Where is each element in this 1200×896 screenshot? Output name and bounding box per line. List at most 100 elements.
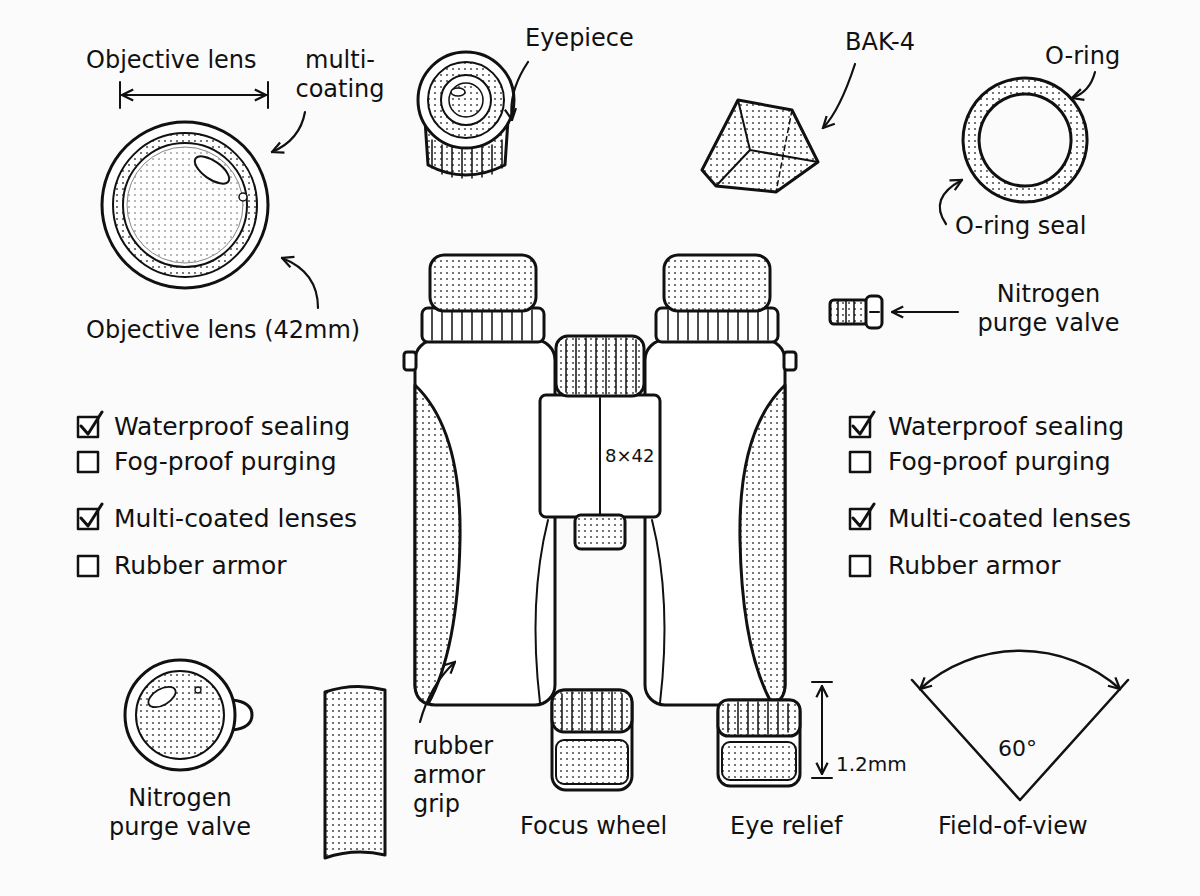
dimension-arrow — [821, 686, 823, 774]
valve-lens — [136, 671, 224, 759]
eyepiece — [418, 52, 514, 148]
eyecup-knob — [728, 702, 788, 734]
objective-lens — [239, 193, 247, 201]
part-label: Eyepiece — [525, 24, 634, 53]
angle-label: 60° — [998, 736, 1037, 762]
valve — [838, 300, 854, 324]
objective-lens — [102, 122, 268, 288]
leader-line — [823, 64, 855, 128]
feature-label: Fog-proof purging — [888, 447, 1111, 477]
eyecup-knob — [718, 700, 800, 786]
checkbox — [850, 452, 870, 472]
valve-lens — [125, 660, 235, 770]
binocular-bridge — [556, 336, 644, 396]
eyecup-knob — [722, 742, 796, 780]
model-label: 8×42 — [605, 445, 654, 467]
binocular-bridge — [540, 336, 660, 549]
checkbox — [78, 556, 98, 576]
valve — [830, 300, 868, 324]
feature-label: Multi-coated lenses — [888, 504, 1131, 534]
binocular-barrel — [404, 255, 555, 705]
part-label: O-ring — [1045, 42, 1120, 71]
prism — [716, 100, 818, 186]
binocular-barrel — [422, 308, 544, 342]
feature-label: Rubber armor — [114, 551, 287, 581]
leader-line — [1072, 72, 1095, 98]
binocular-bridge — [540, 395, 660, 517]
leader-line — [511, 62, 528, 120]
valve — [830, 296, 882, 328]
field-of-view-angle — [912, 680, 1128, 800]
part-label: O-ring seal — [955, 212, 1086, 241]
focus-knob — [562, 692, 622, 732]
binocular-barrel — [404, 352, 416, 370]
eyepiece — [418, 52, 514, 178]
focus-knob — [552, 690, 632, 732]
feature-label: Rubber armor — [888, 551, 1061, 581]
feature-label: Waterproof sealing — [888, 412, 1124, 442]
leader-line — [272, 112, 305, 152]
valve-lens — [145, 683, 179, 712]
feature-label: Fog-proof purging — [114, 447, 337, 477]
valve-lens — [125, 660, 252, 770]
dimension-label: 1.2mm — [836, 752, 907, 776]
checkbox — [850, 556, 870, 576]
part-label: Focus wheel — [520, 812, 667, 841]
rubber-grip — [325, 686, 385, 858]
dimension-arrow — [812, 682, 832, 778]
part-label: Objective lens (42mm) — [86, 316, 360, 345]
binocular-barrel — [432, 310, 532, 340]
valve — [870, 311, 879, 313]
part-label: Field-of-view — [938, 812, 1088, 841]
dimension-arrow — [120, 82, 268, 108]
binocular-barrel — [645, 255, 796, 705]
dimension-arrow — [120, 82, 268, 108]
prism — [702, 100, 818, 192]
binocular-barrel — [536, 520, 549, 703]
objective-lens — [123, 143, 247, 267]
objective-lens — [102, 122, 268, 288]
focus-knob — [552, 690, 632, 790]
field-of-view-angle — [912, 651, 1128, 800]
eyecup-knob — [718, 700, 800, 786]
prism — [776, 110, 792, 192]
part-label: Eye relief — [730, 812, 842, 841]
objective-lens — [127, 147, 243, 263]
part-label: multi- coating — [285, 46, 395, 104]
focus-knob — [556, 740, 628, 784]
part-label: rubber armor grip — [413, 732, 525, 818]
eyepiece — [428, 62, 504, 138]
feature-label: Multi-coated lenses — [114, 504, 357, 534]
eyepiece — [441, 75, 491, 125]
dimension-arrow — [812, 682, 832, 778]
part-label: Nitrogen purge valve — [95, 784, 265, 842]
leader-line — [892, 311, 958, 313]
binocular-bridge — [575, 515, 625, 549]
focus-knob — [552, 690, 632, 790]
eyepiece — [449, 83, 483, 117]
eyepiece — [451, 88, 465, 96]
binocular-bridge — [599, 398, 601, 514]
prism — [702, 100, 818, 192]
binocular-barrel — [430, 255, 536, 311]
objective-lens — [113, 133, 257, 277]
binocular-illustration — [78, 52, 1128, 858]
feature-label: Waterproof sealing — [114, 412, 350, 442]
field-of-view-angle — [920, 651, 1120, 689]
checkbox — [78, 452, 98, 472]
valve-lens — [195, 687, 201, 693]
eyecup-knob — [718, 700, 800, 736]
o-ring — [963, 78, 1087, 202]
o-ring — [963, 78, 1087, 202]
valve — [866, 296, 882, 328]
part-label: Nitrogen purge valve — [966, 280, 1131, 338]
part-label: BAK-4 — [845, 28, 915, 57]
binocular-bridge — [566, 338, 636, 394]
leader-line — [282, 258, 318, 308]
leader-line — [420, 662, 455, 722]
dimension-arrow — [122, 94, 266, 96]
rubber-grip — [325, 686, 385, 858]
objective-lens — [190, 151, 233, 189]
part-label: Objective lens — [86, 46, 257, 75]
